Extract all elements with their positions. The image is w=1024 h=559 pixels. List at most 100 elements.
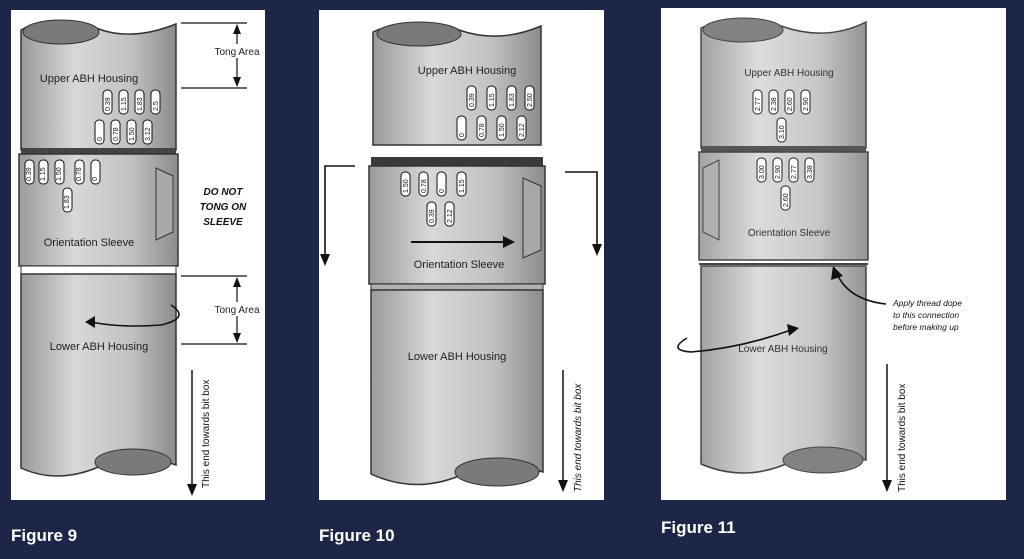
upper-scale-value: 2.38 bbox=[771, 97, 778, 111]
do-not-tong-warning: DO NOT TONG ON SLEEVE bbox=[200, 187, 247, 228]
upper-housing-label: Upper ABH Housing bbox=[40, 73, 138, 85]
upper-scale-value: 1.15 bbox=[121, 97, 128, 111]
sleeve-scale-value: 2.60 bbox=[783, 193, 790, 207]
tong-arrow-down bbox=[233, 333, 241, 343]
sleeve-scale-value: 0 bbox=[439, 189, 446, 193]
sleeve-scale-value: 0 bbox=[92, 177, 99, 181]
upper-cut-end bbox=[702, 17, 784, 43]
sleeve-scale-value: 1.15 bbox=[40, 167, 47, 181]
sleeve-scale-value: 3.00 bbox=[759, 165, 766, 179]
sleeve-scale: 1.50 0.78 0 0.39 1.15 1.83 bbox=[24, 159, 101, 213]
svg-text:before making up: before making up bbox=[893, 322, 959, 332]
svg-text:SLEEVE: SLEEVE bbox=[203, 217, 243, 228]
rotation-arrowhead bbox=[85, 316, 95, 328]
thread-dope-pointer bbox=[836, 273, 887, 305]
thread-dope-note: Apply thread dope to this connection bef… bbox=[892, 298, 962, 332]
sleeve-scale-value: 1.15 bbox=[459, 179, 466, 193]
upper-scale-value: 0.78 bbox=[113, 127, 120, 141]
svg-text:TONG ON: TONG ON bbox=[200, 202, 247, 213]
sleeve-lug bbox=[702, 159, 720, 241]
lower-housing bbox=[370, 289, 544, 486]
spline-teeth bbox=[371, 157, 543, 166]
svg-text:to this connection: to this connection bbox=[893, 310, 959, 320]
sleeve-scale-value: 2.77 bbox=[791, 165, 798, 179]
lower-housing-label: Lower ABH Housing bbox=[738, 344, 828, 355]
sleeve-scale-value: 2.12 bbox=[447, 209, 454, 223]
upper-scale-value: 2.60 bbox=[787, 97, 794, 111]
tong-area-top-label: Tong Area bbox=[214, 47, 259, 58]
upper-scale-value: 2.90 bbox=[803, 97, 810, 111]
upper-scale-value: 2.5 bbox=[153, 101, 160, 111]
rotation-arrow bbox=[677, 329, 792, 353]
orientation-sleeve-label: Orientation Sleeve bbox=[748, 228, 831, 239]
sleeve-scale-value: 3.38 bbox=[807, 165, 814, 179]
lower-cut-end bbox=[454, 457, 540, 487]
sleeve-scale: 1.50 0.78 0 1.15 0.39 2.12 bbox=[400, 171, 467, 227]
upper-scale-value: 2.50 bbox=[527, 93, 534, 107]
upper-scale-value: 1.15 bbox=[489, 93, 496, 107]
figure-10-caption: Figure 10 bbox=[319, 526, 395, 545]
upper-cut-end bbox=[22, 19, 100, 45]
figure-11-panel: Upper ABH Housing 2.77 2.38 2.60 2.90 3.… bbox=[661, 8, 1006, 500]
upper-scale-value: 0 bbox=[459, 133, 466, 137]
sleeve-scale-value: 1.50 bbox=[403, 179, 410, 193]
svg-text:Apply thread dope: Apply thread dope bbox=[892, 298, 962, 308]
rotation-arrowhead bbox=[787, 324, 799, 336]
right-push-arrow bbox=[565, 171, 598, 246]
sleeve-scale-value: 2.90 bbox=[775, 165, 782, 179]
spline-teeth bbox=[21, 148, 176, 154]
figure-10-diagram: Upper ABH Housing 0.39 1.15 1.83 2.50 0 … bbox=[320, 21, 602, 492]
figure-9-caption: Figure 9 bbox=[11, 526, 78, 545]
tong-arrow-up bbox=[233, 277, 241, 287]
sleeve-scale: 3.00 2.90 2.77 3.38 2.60 bbox=[756, 157, 815, 211]
sleeve-scale-value: 0.78 bbox=[76, 167, 83, 181]
tong-arrow-up bbox=[233, 24, 241, 34]
upper-cut-end bbox=[376, 21, 462, 47]
upper-scale-value: 1.50 bbox=[499, 123, 506, 137]
thread-dope-arrowhead bbox=[831, 266, 843, 280]
sleeve-scale-value: 0.78 bbox=[421, 179, 428, 193]
tong-area-bottom-label: Tong Area bbox=[214, 305, 259, 316]
bit-box-label: This end towards bit box bbox=[897, 384, 908, 492]
upper-scale-value: 0.39 bbox=[105, 97, 112, 111]
right-push-arrowhead bbox=[592, 244, 602, 256]
figure-11-caption: Figure 11 bbox=[661, 518, 736, 537]
upper-scale-value: 0.39 bbox=[469, 93, 476, 107]
sleeve-scale-value: 1.50 bbox=[56, 167, 63, 181]
upper-scale-value: 1.83 bbox=[137, 97, 144, 111]
lower-housing bbox=[700, 265, 867, 474]
connection-gap bbox=[370, 283, 544, 291]
upper-scale-value: 1.83 bbox=[509, 93, 516, 107]
lower-housing-label: Lower ABH Housing bbox=[50, 341, 148, 353]
upper-scale: 2.77 2.38 2.60 2.90 3.10 bbox=[752, 89, 811, 143]
sleeve-scale-value: 0.39 bbox=[429, 209, 436, 223]
figure-10-panel: Upper ABH Housing 0.39 1.15 1.83 2.50 0 … bbox=[319, 10, 604, 500]
upper-scale-value: 0.78 bbox=[479, 123, 486, 137]
upper-scale: 0.39 1.15 1.83 2.50 0 0.78 1.50 2.12 bbox=[456, 85, 535, 141]
orientation-sleeve-label: Orientation Sleeve bbox=[414, 259, 505, 271]
bit-box-arrowhead bbox=[882, 480, 892, 492]
sleeve-lug bbox=[155, 167, 174, 241]
sleeve-lug bbox=[522, 177, 542, 259]
upper-scale-value: 0 bbox=[97, 137, 104, 141]
sleeve-slide-arrowhead bbox=[503, 236, 515, 248]
left-push-arrow bbox=[324, 165, 355, 256]
spline-teeth bbox=[701, 146, 866, 152]
upper-scale-value: 3.12 bbox=[145, 127, 152, 141]
upper-scale-value: 1.50 bbox=[129, 127, 136, 141]
lower-cut-end bbox=[782, 446, 864, 474]
figure-9-diagram: Upper ABH Housing 0.39 1.15 1.83 2.5 0 0… bbox=[18, 19, 264, 496]
bit-box-label: This end towards bit box bbox=[201, 380, 212, 488]
sleeve-scale-value: 1.83 bbox=[64, 195, 71, 209]
bit-box-arrowhead bbox=[558, 480, 568, 492]
upper-scale-value: 2.12 bbox=[519, 123, 526, 137]
lower-housing bbox=[20, 273, 177, 477]
orientation-sleeve-label: Orientation Sleeve bbox=[44, 237, 135, 249]
tong-arrow-down bbox=[233, 77, 241, 87]
rotation-arrow bbox=[90, 304, 180, 327]
lower-cut-end bbox=[94, 448, 172, 476]
figure-11-diagram: Upper ABH Housing 2.77 2.38 2.60 2.90 3.… bbox=[677, 17, 962, 492]
upper-scale-value: 2.77 bbox=[755, 97, 762, 111]
upper-housing-label: Upper ABH Housing bbox=[418, 65, 516, 77]
upper-scale: 0.39 1.15 1.83 2.5 0 0.78 1.50 3.12 bbox=[94, 89, 161, 145]
